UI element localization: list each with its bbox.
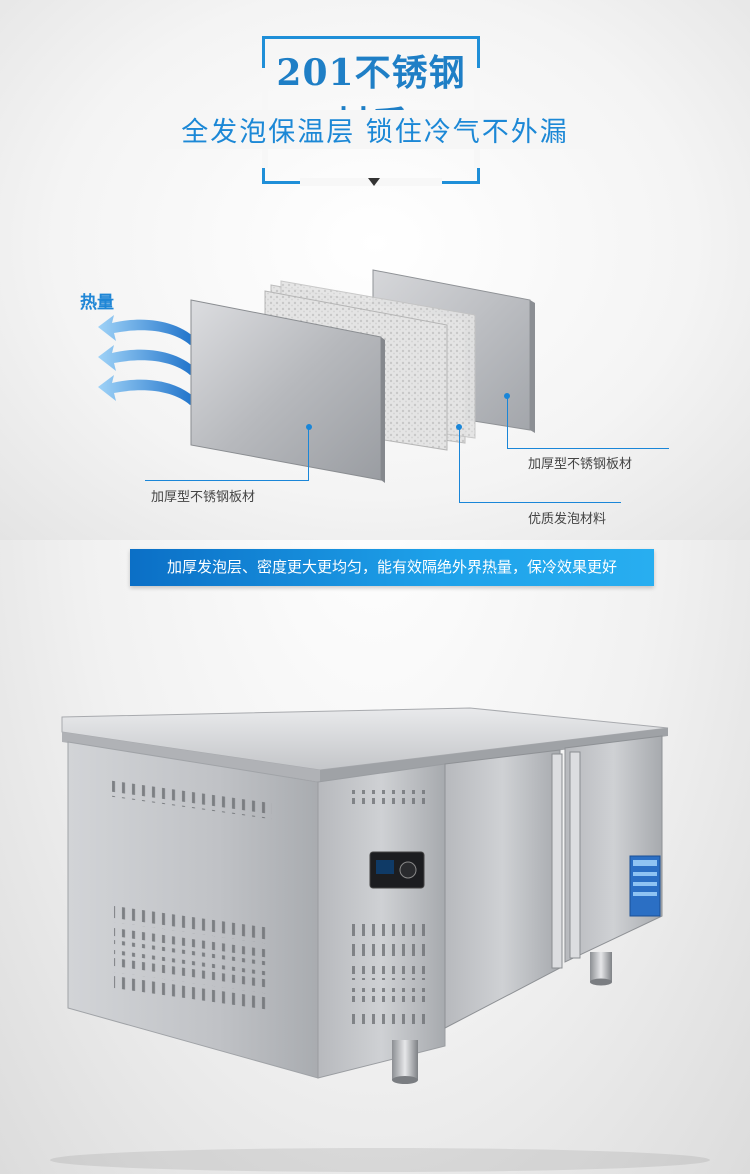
down-triangle-icon (368, 178, 380, 186)
callout-dot (456, 424, 462, 430)
door-handle (551, 753, 563, 969)
thermostat-knob-icon (399, 861, 417, 879)
page-subtitle: 全发泡保温层 锁住冷气不外漏 (150, 110, 600, 149)
callout-line (507, 397, 508, 448)
leg (590, 952, 612, 982)
callout-line (507, 448, 669, 449)
callout-line (145, 480, 309, 481)
insulation-layers-diagram (190, 269, 535, 483)
front-panel-label: 加厚型不锈钢板材 (151, 490, 256, 505)
leg (392, 1040, 418, 1080)
callout-line (459, 428, 460, 502)
callout-dot (306, 424, 312, 430)
callout-line (308, 428, 309, 480)
back-panel-label: 加厚型不锈钢板材 (528, 457, 633, 472)
callout-dot (504, 393, 510, 399)
foam-label: 优质发泡材料 (528, 512, 607, 527)
heat-arrows-icon (98, 315, 198, 405)
callout-line (459, 502, 621, 503)
door-handle (569, 751, 581, 959)
heat-label: 热量 (80, 293, 114, 313)
compressor-panel (317, 763, 446, 1079)
under-counter-refrigerator-image (50, 707, 710, 1172)
left-door (444, 749, 561, 1029)
feature-banner: 加厚发泡层、密度更大更均匀，能有效隔绝外界热量，保冷效果更好 (130, 549, 654, 586)
